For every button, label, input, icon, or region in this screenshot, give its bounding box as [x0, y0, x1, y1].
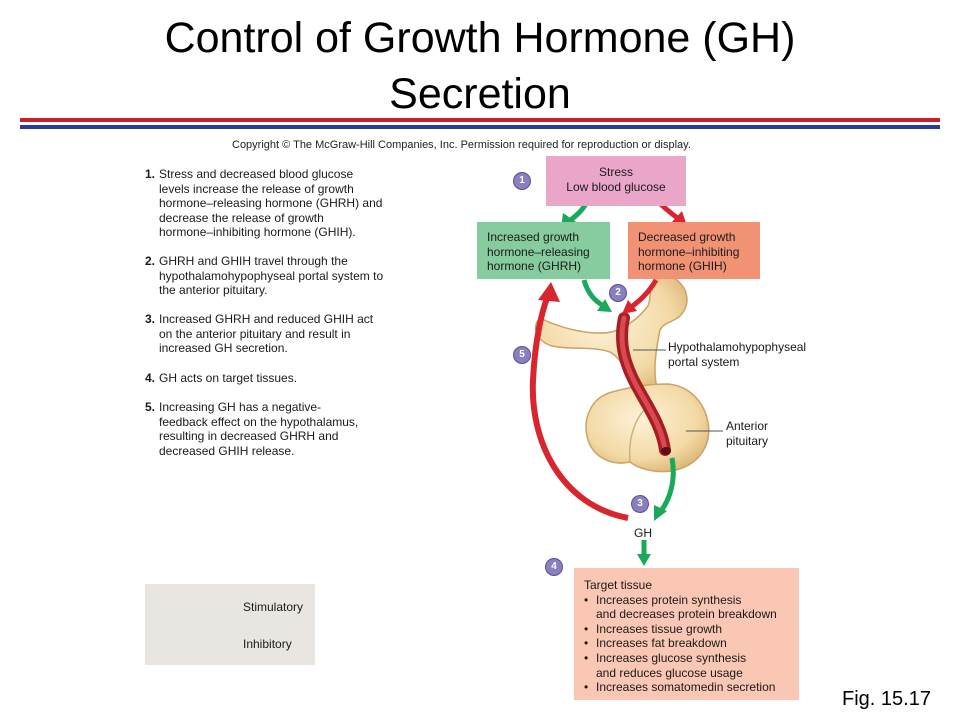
pituitary-label-line: Anterior: [726, 419, 769, 433]
legend-inhibitory-label: Inhibitory: [243, 637, 292, 651]
hypothalamus-tissue: [534, 274, 688, 395]
arrow-pituitary-to-gh: [654, 457, 676, 521]
step-number: 3.: [145, 312, 156, 326]
ghrh-line: Increased growth: [487, 230, 580, 244]
ghrh-box: Increased growth hormone–releasing hormo…: [477, 222, 610, 279]
ghih-line: hormone (GHIH): [638, 259, 727, 274]
effect-line: and reduces glucose usage: [596, 665, 743, 680]
arrow-negative-feedback: [529, 282, 629, 521]
title-line-1: Control of Growth Hormone (GH): [164, 14, 796, 62]
figure-label: Fig. 15.17: [842, 688, 931, 710]
step-text-line: on the anterior pituitary and result in: [159, 326, 351, 341]
bullet-mark: •: [584, 592, 589, 607]
step-text-line: feedback effect on the hypothalamus,: [159, 414, 359, 429]
target-tissue-box: Target tissue • Increases protein synthe…: [574, 568, 799, 700]
ghrh-line: hormone–releasing: [487, 244, 590, 259]
step-text-line: hormone–inhibiting hormone (GHIH).: [159, 225, 356, 240]
title-line-2: Secretion: [389, 70, 571, 118]
anterior-pituitary-label: Anterior pituitary: [726, 419, 768, 448]
step-number: 2.: [145, 254, 156, 268]
step-number: 1.: [145, 167, 156, 181]
step-text-line: Increasing GH has a negative-: [159, 400, 322, 414]
bullet-mark: •: [584, 621, 589, 636]
target-effect-item: • Increases fat breakdown: [584, 636, 799, 651]
title-rule-blue: [20, 125, 940, 129]
effect-line: Increases glucose synthesis: [596, 650, 747, 665]
legend: [145, 584, 315, 665]
step-number: 4.: [145, 371, 156, 385]
arrow-ghrh-to-portal: [581, 279, 612, 312]
target-effect-item: • Increases tissue growth: [584, 622, 799, 637]
step-3: 3. Increased GHRH and reduced GHIH act o…: [145, 312, 415, 356]
page-title: Control of Growth Hormone (GH) Secretion: [0, 10, 960, 122]
effect-line: Increases somatomedin secretion: [596, 680, 776, 695]
step-text-line: increased GH secretion.: [159, 341, 288, 356]
effect-line: Increases protein synthesis: [596, 592, 742, 607]
step-text-line: GH acts on target tissues.: [159, 371, 298, 385]
pituitary-label-line: pituitary: [726, 433, 769, 448]
stress-box: Stress Low blood glucose: [546, 156, 686, 206]
step-number: 5.: [145, 400, 156, 414]
target-effect-item: • Increases somatomedin secretion: [584, 680, 799, 695]
step-2: 2. GHRH and GHIH travel through the hypo…: [145, 254, 415, 298]
bullet-mark: •: [584, 680, 589, 695]
stress-line: Low blood glucose: [566, 179, 666, 194]
bullet-mark: •: [584, 650, 589, 665]
step-text-line: hormone–releasing hormone (GHRH) and: [159, 196, 383, 211]
ghrh-line: hormone (GHRH): [487, 259, 582, 274]
step-text-line: hypothalamohypophyseal portal system to: [159, 268, 384, 283]
step-text-line: the anterior pituitary.: [159, 283, 268, 298]
step-text-line: GHRH and GHIH travel through the: [159, 254, 348, 268]
step-badge-3: 3: [631, 495, 649, 513]
legend-stimulatory-label: Stimulatory: [243, 600, 304, 614]
portal-label-line: Hypothalamohypophyseal: [668, 340, 807, 354]
step-badge-4: 4: [545, 558, 563, 576]
title-rule-red: [20, 118, 940, 122]
step-text-line: Increased GHRH and reduced GHIH act: [159, 312, 374, 326]
pituitary-gland: [585, 383, 710, 473]
step-badge-5: 5: [513, 346, 531, 364]
gh-label: GH: [634, 526, 652, 540]
target-tissue-title: Target tissue: [584, 578, 653, 592]
step-text-line: resulting in decreased GHRH and: [159, 429, 339, 444]
effect-line: and decreases protein breakdown: [596, 607, 777, 622]
bullet-mark: •: [584, 636, 589, 651]
step-text-line: decrease the release of growth: [159, 210, 324, 225]
step-badge-1: 1: [513, 172, 531, 190]
step-text-line: levels increase the release of growth: [159, 181, 354, 196]
copyright-notice: Copyright © The McGraw-Hill Companies, I…: [232, 139, 691, 151]
step-text-line: decreased GHIH release.: [159, 443, 295, 458]
step-5: 5. Increasing GH has a negative- feedbac…: [145, 400, 415, 458]
ghih-line: hormone–inhibiting: [638, 244, 740, 259]
step-badge-2: 2: [609, 284, 627, 302]
target-effect-item: • Increases glucose synthesis and reduce…: [584, 651, 799, 680]
ghih-box: Decreased growth hormone–inhibiting horm…: [628, 222, 760, 279]
target-effect-item: • Increases protein synthesis and decrea…: [584, 593, 799, 622]
step-text-line: Stress and decreased blood glucose: [159, 167, 354, 181]
effect-line: Increases fat breakdown: [596, 636, 727, 651]
portal-label-line: portal system: [668, 354, 740, 369]
arrow-ghih-to-portal: [622, 278, 659, 314]
step-1: 1. Stress and decreased blood glucose le…: [145, 167, 415, 240]
portal-system-label: Hypothalamohypophyseal portal system: [668, 340, 806, 369]
effect-line: Increases tissue growth: [596, 621, 723, 636]
arrow-gh-to-target: [637, 540, 651, 566]
stress-line: Stress: [598, 165, 633, 179]
ghih-line: Decreased growth: [638, 230, 736, 244]
vessel-end: [661, 447, 671, 455]
step-4: 4. GH acts on target tissues.: [145, 371, 415, 386]
